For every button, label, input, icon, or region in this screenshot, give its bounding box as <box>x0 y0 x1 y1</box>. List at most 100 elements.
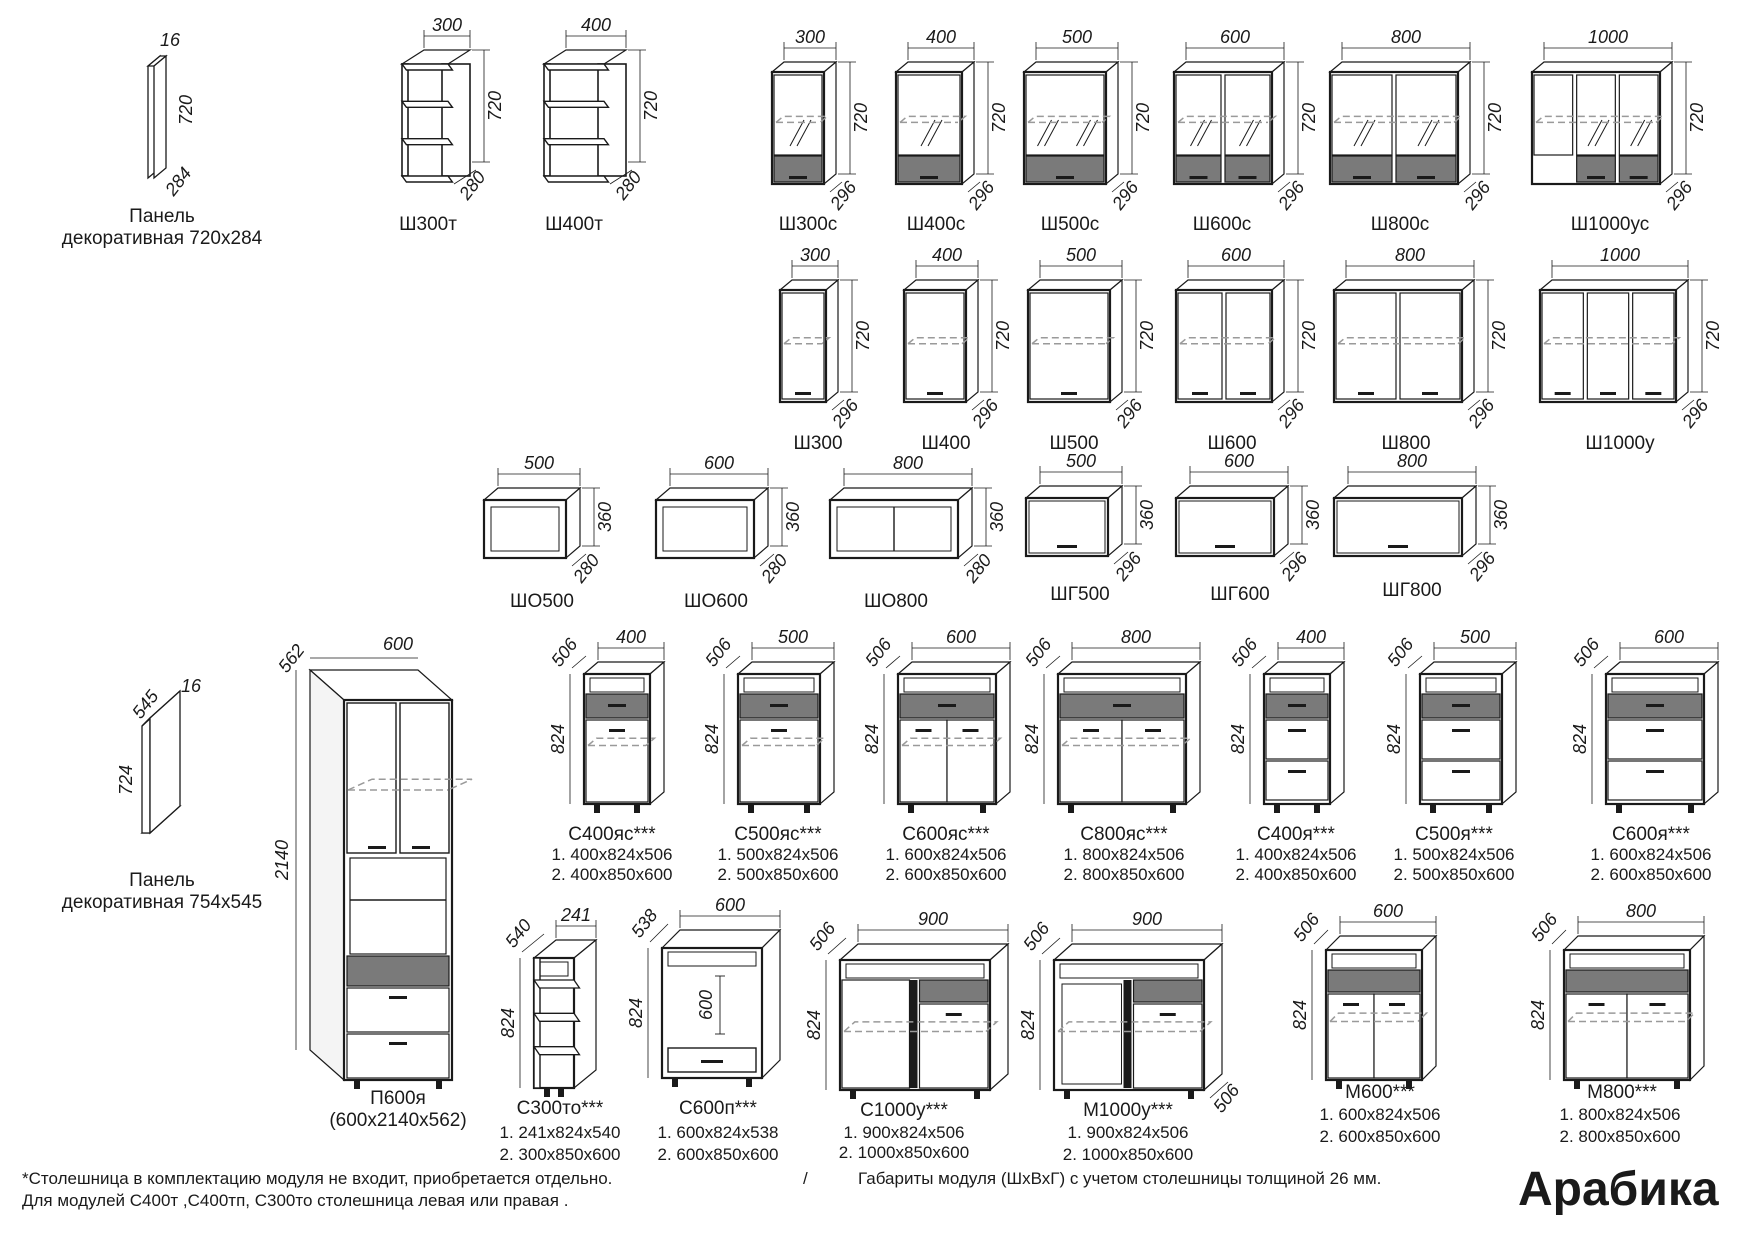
handle <box>945 1013 962 1016</box>
drawer-front <box>1607 760 1703 801</box>
lift-door <box>1178 500 1272 554</box>
cabinet-top <box>1332 485 1478 499</box>
handle <box>1388 545 1408 548</box>
glass-door <box>1395 74 1457 156</box>
handle <box>1452 704 1470 707</box>
leg <box>1188 1090 1194 1099</box>
dim-line <box>759 553 775 567</box>
height-label: 824 <box>1228 724 1248 754</box>
glass-door <box>897 74 961 156</box>
height-label: 720 <box>641 91 661 121</box>
shelf <box>532 1012 581 1022</box>
depth-label: 296 <box>1662 177 1697 215</box>
glass-door <box>1175 74 1222 156</box>
door <box>1177 292 1223 400</box>
width-label: 400 <box>932 245 962 265</box>
glass-reflection <box>1353 119 1369 147</box>
footnote-countertop: *Столешница в комплектацию модуля не вхо… <box>22 1169 613 1188</box>
leg <box>544 1088 550 1097</box>
depth-label: 280 <box>757 550 792 587</box>
height-label: 824 <box>1018 1010 1038 1040</box>
module-spec-1: 1. 400х824х506 <box>551 845 673 864</box>
cabinet-side <box>1109 278 1123 404</box>
height-label: 824 <box>804 1010 824 1040</box>
door <box>946 719 995 803</box>
dim-line <box>1407 655 1423 669</box>
dim-line <box>829 181 843 193</box>
top-rail <box>667 951 757 967</box>
width-label: 600 <box>946 627 976 647</box>
glass-reflection <box>1076 119 1091 147</box>
shelf <box>400 63 454 71</box>
handle <box>1422 392 1438 395</box>
shelf-line <box>901 737 1003 747</box>
handle <box>795 392 811 395</box>
cabinet-top <box>482 487 582 501</box>
handle <box>1645 392 1662 395</box>
corner-pilaster <box>909 980 918 1088</box>
door <box>1626 993 1689 1079</box>
door <box>1327 993 1375 1079</box>
module-spec-1: 1. 900х824х506 <box>843 1123 965 1142</box>
width-label: 800 <box>1397 451 1427 471</box>
cabinet-top <box>399 49 473 65</box>
leg <box>746 1078 752 1087</box>
depth-label: 506 <box>701 634 736 671</box>
cabinet-side <box>1185 660 1201 806</box>
panel-title: Панель <box>129 870 195 891</box>
module-label: Ш500с <box>1040 214 1100 235</box>
module-spec-2: 2. 400х850х600 <box>551 865 673 884</box>
depth-label: 296 <box>828 395 863 433</box>
cabinet-side <box>761 928 781 1080</box>
drawer-front <box>1607 719 1703 760</box>
inner-height-label: 600 <box>696 990 716 1020</box>
handle <box>1215 545 1235 548</box>
handle <box>1061 392 1077 395</box>
shelf <box>542 63 610 71</box>
leg <box>1574 1080 1580 1089</box>
cabinet-top <box>1052 943 1224 961</box>
module-label: С600п*** <box>679 1098 757 1119</box>
width-label: 500 <box>1062 27 1092 47</box>
width-label: 600 <box>715 895 745 915</box>
shelf <box>400 175 454 183</box>
module-label: С1000у*** <box>860 1100 948 1121</box>
handle <box>1288 729 1306 732</box>
handle <box>1358 392 1374 395</box>
cabinet-side <box>1105 60 1119 186</box>
leg <box>1336 1080 1342 1089</box>
module-label: С600я*** <box>1612 824 1690 845</box>
module-label: Ш500 <box>1049 433 1099 454</box>
glass-reflection <box>1239 119 1254 147</box>
leg <box>558 1088 564 1097</box>
leg <box>804 804 810 813</box>
top-rail <box>1063 677 1181 693</box>
panel-face <box>153 54 167 180</box>
leg <box>1674 1080 1680 1089</box>
height-label: 360 <box>595 502 615 532</box>
depth-label: 506 <box>1019 918 1054 955</box>
glass-reflection <box>789 119 805 147</box>
footnote-gabarit: Габариты модуля (ШхВхГ) с учетом столешн… <box>858 1169 1382 1188</box>
drawer-front <box>918 979 989 1003</box>
cabinet-side <box>1501 660 1517 806</box>
door <box>1565 993 1628 1079</box>
width-label: 1000 <box>1600 245 1640 265</box>
glass-reflection <box>796 119 812 147</box>
height-label: 360 <box>783 502 803 532</box>
module-spec-2: 2. 300х850х600 <box>499 1145 621 1164</box>
handle <box>770 704 788 707</box>
dim-line <box>1467 399 1481 411</box>
shelf-line <box>587 737 657 747</box>
door <box>918 1003 989 1089</box>
dim-line <box>1277 181 1291 193</box>
